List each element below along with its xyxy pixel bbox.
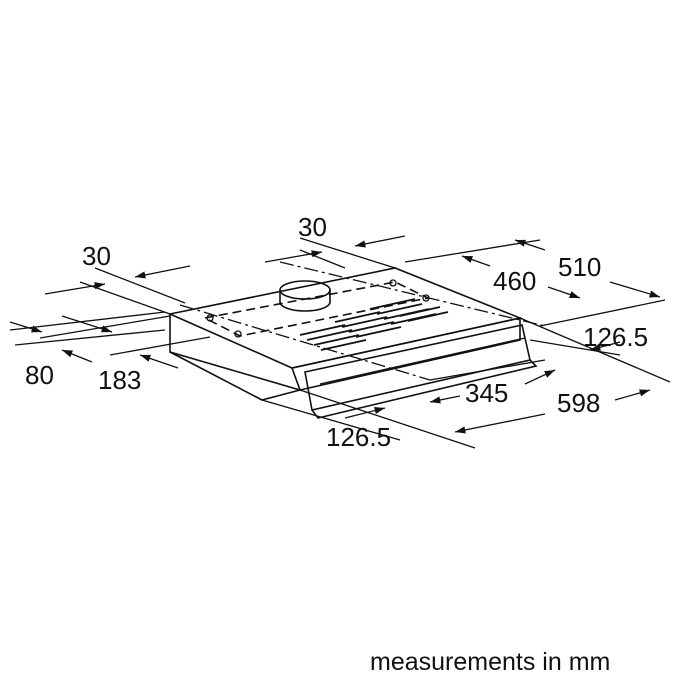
- dimension-label-183: 183: [98, 365, 141, 395]
- mounting-outline: [179, 261, 546, 381]
- vent-slots: [299, 298, 449, 351]
- dimension-label-30-top: 30: [298, 212, 327, 242]
- dimension-arrows: [9, 235, 661, 434]
- extension-lines: [9, 237, 671, 449]
- dimension-label-126-5-bottom: 126.5: [326, 422, 391, 452]
- dimension-label-510: 510: [558, 252, 601, 282]
- dimension-label-30-left: 30: [82, 241, 111, 271]
- dimension-label-345: 345: [465, 378, 508, 408]
- dimension-label-598: 598: [557, 388, 600, 418]
- dimension-label-80: 80: [25, 360, 54, 390]
- dimension-label-460: 460: [493, 266, 536, 296]
- units-caption: measurements in mm: [370, 648, 610, 676]
- dimension-label-126-5-right: 126.5: [583, 322, 648, 352]
